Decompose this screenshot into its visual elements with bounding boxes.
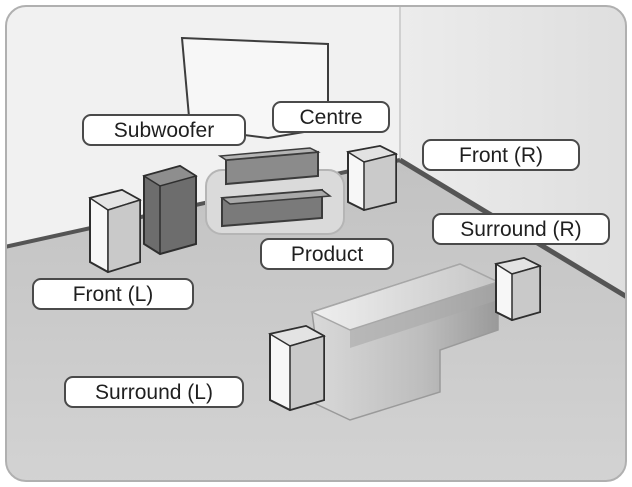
label-front-left: Front (L) [32,278,194,310]
sofa [309,263,501,421]
label-centre: Centre [272,101,390,133]
label-surround-left: Surround (L) [64,376,244,408]
label-subwoofer: Subwoofer [82,114,246,146]
label-front-right: Front (R) [422,139,580,171]
label-product: Product [260,238,394,270]
label-surround-right: Surround (R) [432,213,610,245]
frame-border [5,5,627,482]
